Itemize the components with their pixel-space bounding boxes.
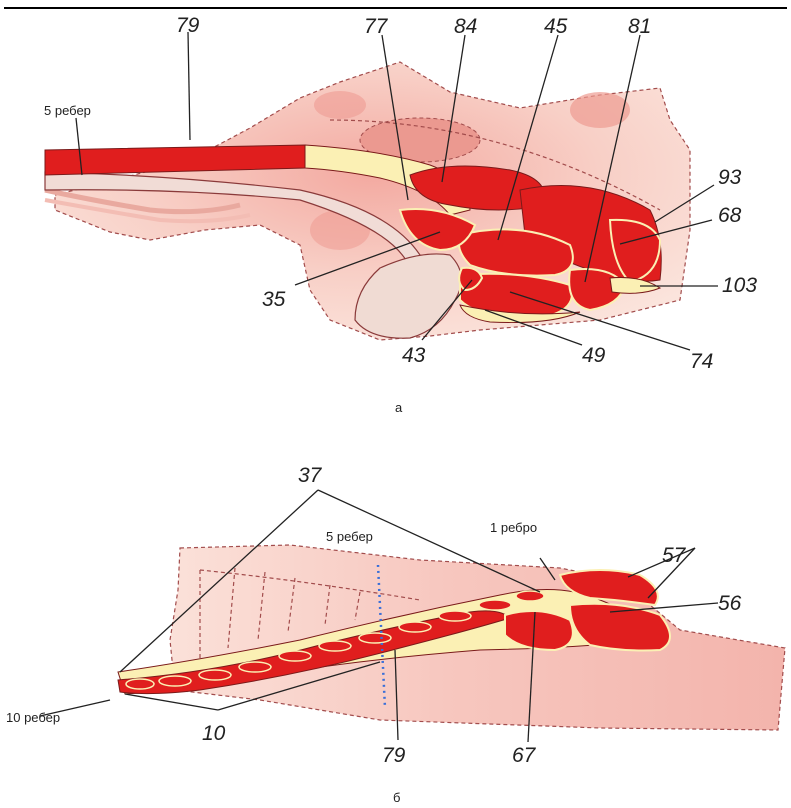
label-57: 57 [662, 544, 687, 567]
label-81: 81 [628, 15, 651, 38]
caption-b: б [393, 790, 400, 805]
figure-b: 37 57 56 10 79 67 5 ребер 1 ребро 10 реб… [6, 464, 785, 805]
label-79-b: 79 [382, 744, 406, 767]
label-five-ribs-a: 5 ребер [44, 103, 91, 118]
label-49: 49 [582, 344, 606, 367]
label-10: 10 [202, 722, 226, 745]
label-68: 68 [718, 204, 742, 227]
figure-a: 79 77 84 45 81 93 68 103 74 49 43 35 5 р… [44, 14, 757, 415]
label-79: 79 [176, 14, 200, 37]
label-35: 35 [262, 288, 286, 311]
label-one-rib: 1 ребро [490, 520, 537, 535]
label-103: 103 [722, 274, 757, 297]
label-37: 37 [298, 464, 323, 487]
caption-a: а [395, 400, 403, 415]
label-93: 93 [718, 166, 742, 189]
label-ten-ribs: 10 ребер [6, 710, 60, 725]
label-five-ribs-b: 5 ребер [326, 529, 373, 544]
label-77: 77 [364, 15, 389, 38]
label-67: 67 [512, 744, 537, 767]
tissue-blotch [314, 91, 366, 119]
label-43: 43 [402, 344, 426, 367]
label-56: 56 [718, 592, 742, 615]
label-84: 84 [454, 15, 477, 38]
label-45: 45 [544, 15, 568, 38]
label-74: 74 [690, 350, 713, 373]
